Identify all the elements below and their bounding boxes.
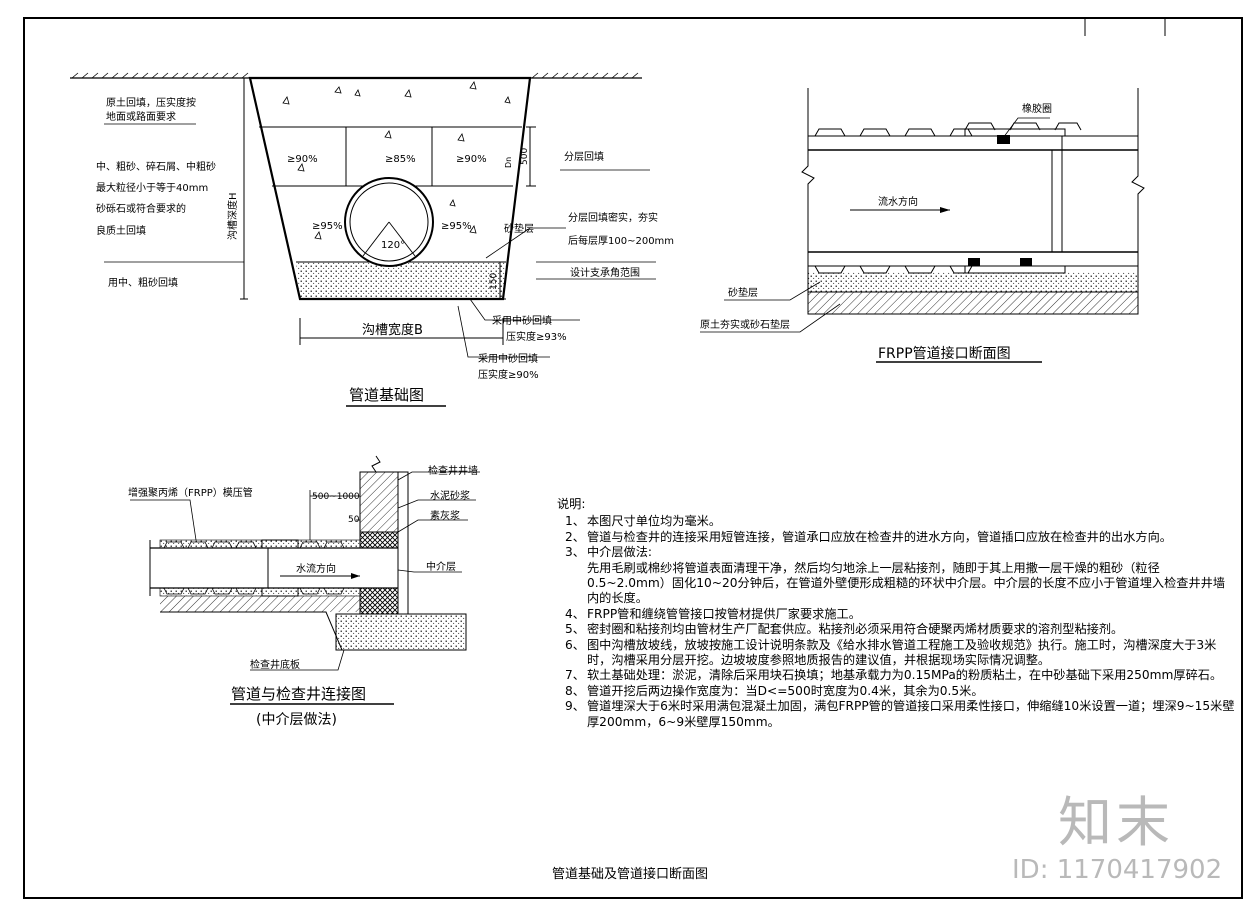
note-text: 图中沟槽放坡线，放坡按施工设计说明条款及《给水排水管道工程施工及验收规范》执行。… (587, 637, 1217, 668)
note-item: 3、中介层做法: (557, 545, 1237, 560)
compaction-2: ≥85% (385, 154, 416, 165)
joint-caption: FRPP管道接口断面图 (878, 345, 1011, 362)
wall-label: 检查井井墙 (428, 464, 478, 477)
lime-label: 素灰浆 (430, 509, 460, 522)
trench-caption: 管道基础图 (349, 386, 424, 404)
note-number: 6、 (565, 637, 585, 652)
joint-flow-label: 流水方向 (878, 195, 918, 208)
note-number: 7、 (565, 668, 585, 683)
dim-500-1000: 500~1000 (312, 492, 360, 502)
joint-diagram (700, 88, 1145, 363)
note-text: 管道开挖后两边操作宽度为：当D<=500时宽度为0.4米，其余为0.5米。 (587, 683, 984, 698)
rubber-ring-label: 橡胶圈 (1022, 102, 1052, 115)
note-number (557, 561, 587, 607)
note-item: 4、FRPP管和缠绕管管接口按管材提供厂家要求施工。 (557, 607, 1237, 622)
depth-label: 沟槽深度H (226, 192, 239, 240)
manhole-flow-label: 水流方向 (296, 562, 336, 575)
note-item: 1、本图尺寸单位均为毫米。 (557, 514, 1237, 529)
sheet-border (23, 17, 1243, 899)
sand-bed-label: 砂垫层 (728, 286, 758, 299)
note-number: 5、 (565, 622, 585, 637)
width-label: 沟槽宽度B (362, 322, 423, 338)
note-item: 5、密封圈和粘接剂均由管材生产厂配套供应。粘接剂必须采用符合硬聚丙烯材质要求的溶… (557, 622, 1237, 637)
bottom-note-3: 采用中砂回填 (478, 352, 538, 365)
note-text: FRPP管和缠绕管管接口按管材提供厂家要求施工。 (587, 606, 861, 621)
compaction-4: ≥95% (312, 221, 343, 232)
note-number: 1、 (565, 514, 585, 529)
note-item: 9、管道埋深大于6米时采用满包混凝土加固，满包FRPP管的管道接口采用柔性接口，… (557, 699, 1237, 730)
note-number: 3、 (565, 545, 585, 560)
left-note-1: 原土回填，压实度按 (106, 96, 196, 109)
manhole-diagram (130, 455, 480, 705)
note-text: 软土基础处理：淤泥，清除后采用块石换填；地基承载力为0.15MPa的粉质粘土，在… (587, 668, 1223, 683)
note-text: 先用毛刷或棉纱将管道表面清理干净，然后均匀地涂上一层粘接剂，随即于其上用撒一层干… (587, 560, 1226, 606)
note-number: 9、 (565, 699, 585, 714)
bottom-note-4: 压实度≥90% (478, 368, 539, 381)
note-number: 8、 (565, 683, 585, 698)
floor-label: 检查井底板 (250, 658, 300, 671)
note-item: 6、图中沟槽放坡线，放坡按施工设计说明条款及《给水排水管道工程施工及验收规范》执… (557, 638, 1237, 669)
left-note-4: 最大粒径小于等于40mm (96, 181, 208, 194)
manhole-caption: 管道与检查井连接图 (231, 685, 366, 703)
middle-layer-label: 中介层 (426, 560, 456, 573)
watermark-logo: 知末 (1058, 791, 1174, 854)
notes-list: 1、本图尺寸单位均为毫米。2、管道与检查井的连接采用短管连接，管道承口应放在检查… (557, 514, 1237, 730)
note-number: 2、 (565, 529, 585, 544)
watermark-id: ID: 1170417902 (1012, 855, 1223, 885)
right-note-1: 分层回填 (564, 150, 604, 163)
note-text: 管道与检查井的连接采用短管连接，管道承口应放在检查井的进水方向，管道插口应放在检… (587, 529, 1172, 544)
note-item: 7、软土基础处理：淤泥，清除后采用块石换填；地基承载力为0.15MPa的粉质粘土… (557, 668, 1237, 683)
mortar-label: 水泥砂浆 (430, 489, 470, 502)
left-note-2: 地面或路面要求 (106, 110, 176, 123)
dim-500: 500 (520, 148, 530, 165)
manhole-subcaption: (中介层做法) (256, 712, 337, 728)
sheet-title: 管道基础及管道接口断面图 (552, 866, 708, 882)
right-note-4: 砂垫层 (504, 222, 534, 235)
bottom-note-1: 采用中砂回填 (492, 314, 552, 327)
note-text: 管道埋深大于6米时采用满包混凝土加固，满包FRPP管的管道接口采用柔性接口，伸缩… (587, 699, 1235, 729)
compaction-5: ≥95% (441, 221, 472, 232)
bottom-note-2: 压实度≥93% (506, 330, 567, 343)
note-text: 本图尺寸单位均为毫米。 (587, 514, 722, 529)
left-note-6: 良质土回填 (96, 224, 146, 237)
dim-50: 50 (348, 515, 360, 525)
dim-150: 150 (489, 273, 499, 290)
notes-heading: 说明: (557, 497, 586, 511)
trench-diagram (70, 72, 656, 407)
compaction-3: ≥90% (456, 154, 487, 165)
dim-d: Dn (504, 157, 513, 168)
note-text: 中介层做法: (587, 545, 653, 560)
left-note-5: 砂砾石或符合要求的 (96, 202, 186, 215)
right-note-5: 设计支承角范围 (570, 266, 640, 279)
left-note-3: 中、粗砂、碎石屑、中粗砂 (96, 160, 216, 173)
note-item: 2、管道与检查井的连接采用短管连接，管道承口应放在检查井的进水方向，管道插口应放… (557, 530, 1237, 545)
base-label: 原土夯实或砂石垫层 (700, 318, 790, 331)
right-note-2: 分层回填密实，夯实 (568, 211, 658, 224)
angle-label: 120° (381, 240, 405, 251)
note-number: 4、 (565, 606, 585, 621)
pipe-type-label: 增强聚丙烯（FRPP）模压管 (128, 486, 253, 499)
compaction-1: ≥90% (287, 154, 318, 165)
note-item: 先用毛刷或棉纱将管道表面清理干净，然后均匀地涂上一层粘接剂，随即于其上用撒一层干… (557, 561, 1237, 607)
left-note-7: 用中、粗砂回填 (108, 276, 178, 289)
design-notes: 说明: 1、本图尺寸单位均为毫米。2、管道与检查井的连接采用短管连接，管道承口应… (557, 497, 1237, 730)
right-note-3: 后每层厚100~200mm (568, 234, 674, 247)
note-item: 8、管道开挖后两边操作宽度为：当D<=500时宽度为0.4米，其余为0.5米。 (557, 684, 1237, 699)
note-text: 密封圈和粘接剂均由管材生产厂配套供应。粘接剂必须采用符合硬聚丙烯材质要求的溶剂型… (587, 622, 1124, 637)
